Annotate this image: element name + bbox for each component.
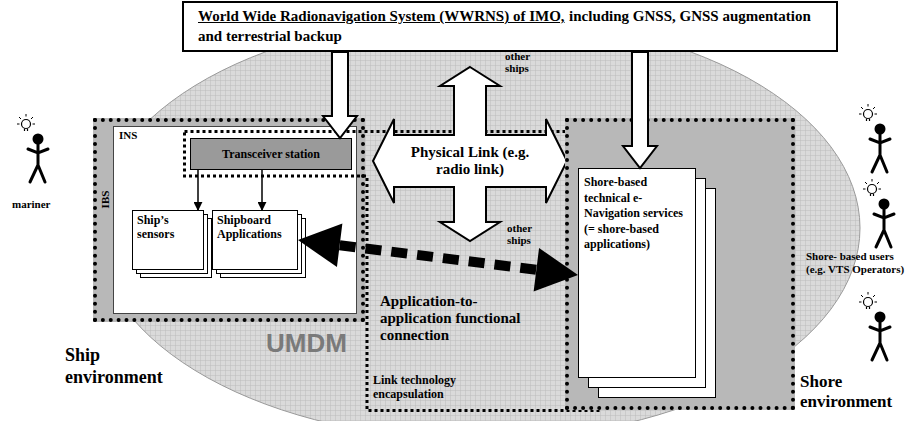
hollow-connector xyxy=(623,52,657,168)
label-holder: UMDM xyxy=(266,328,376,358)
node-label: Link technology encapsulation xyxy=(373,373,503,401)
dashed-arrow-head xyxy=(534,248,578,292)
user-figure xyxy=(859,104,890,172)
ship-environment-box: Ship environmentIBSINSTransceiver statio… xyxy=(93,118,365,322)
free-label: Shore- based users (e.g. VTS Operators) xyxy=(806,250,912,276)
node-label: Transceiver station xyxy=(222,147,320,162)
node-label: INS xyxy=(119,129,351,142)
node-label: World Wide Radionavigation System (WWRNS… xyxy=(198,8,565,24)
link-arrow xyxy=(197,170,199,210)
connector-label: Application-to-application functional co… xyxy=(380,293,545,344)
mariner-figure xyxy=(17,114,48,182)
dashed-arrow-head xyxy=(298,223,342,267)
node-label: Ship environment xyxy=(65,345,195,388)
label-holder: Shore- based users (e.g. VTS Operators) xyxy=(806,250,912,276)
node-label: Ship’s sensors xyxy=(137,214,199,242)
hollow-connector xyxy=(323,52,357,138)
dashed-connector xyxy=(298,223,578,291)
free-label: mariner xyxy=(12,198,72,211)
hollow-arrow xyxy=(323,52,357,138)
node-label: Shore-based technical e-Navigation servi… xyxy=(584,175,690,253)
link-arrow xyxy=(261,170,263,210)
sensor-box: Ship’s sensors xyxy=(132,210,204,270)
free-label: UMDM xyxy=(266,328,376,358)
physical-link-arrow: Physical Link (e.g. radio link) xyxy=(372,66,568,242)
shore-environment-box: Shore environmentShore-based technical e… xyxy=(565,118,795,410)
application-box: Shipboard Applications xyxy=(212,210,298,270)
user-figure xyxy=(863,179,894,247)
node-label: IBS xyxy=(99,188,112,212)
ins-box: INS Transceiver stationShip’s sensors Ship… xyxy=(113,126,357,314)
node-label: Shore environment xyxy=(800,372,915,413)
node-label: Physical Link (e.g. radio link) xyxy=(395,144,545,178)
umdm-ellipse xyxy=(96,16,860,421)
label-holder: other ships xyxy=(507,222,551,246)
node-label: Shipboard Applications xyxy=(217,214,293,242)
thin-connector xyxy=(262,170,263,210)
service-box: Shore-based technical e-Navigation servi… xyxy=(578,168,696,378)
system-box: World Wide Radionavigation System (WWRNS… xyxy=(182,1,838,52)
dashed-arrow-shaft xyxy=(340,245,537,270)
free-label: other ships xyxy=(505,50,549,74)
thin-connector xyxy=(198,170,199,210)
label-holder: other ships xyxy=(505,50,549,74)
label-holder: mariner xyxy=(12,198,72,211)
ibs-area: IBS INS Transceiver stationShip’s sensors S… xyxy=(97,122,361,318)
arrow-outline xyxy=(373,67,567,241)
user-figure xyxy=(859,292,890,360)
free-label: other ships xyxy=(507,222,551,246)
edge-label-holder: Application-to-application functional co… xyxy=(380,293,545,344)
transceiver-box: Transceiver station xyxy=(190,138,352,170)
hollow-arrow xyxy=(623,52,657,168)
